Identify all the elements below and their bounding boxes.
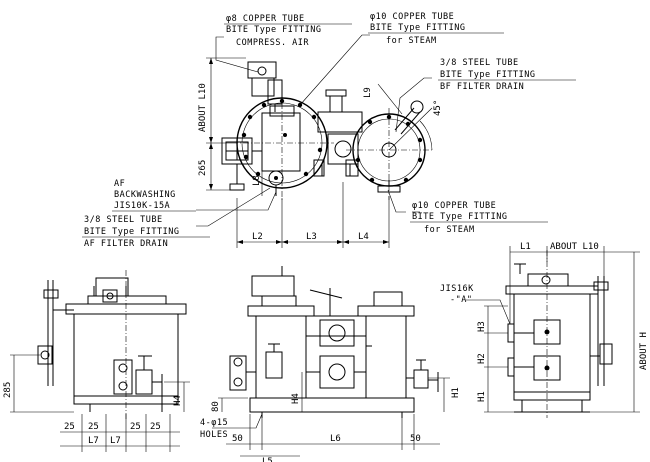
dim-50-left: 50 xyxy=(232,434,243,444)
dim-l1: L1 xyxy=(520,242,531,252)
dim-l2: L2 xyxy=(252,232,263,242)
dim-25-d: 25 xyxy=(150,422,161,432)
svg-text:-"A": -"A" xyxy=(450,295,472,305)
svg-text:4-φ15: 4-φ15 xyxy=(200,418,228,428)
svg-text:BITE Type FITTING: BITE Type FITTING xyxy=(370,23,466,33)
callout-af-backwash: AF BACKWASHING JIS10K-15A xyxy=(112,179,196,212)
dim-25-a: 25 xyxy=(64,422,75,432)
svg-text:BITE Type FITTING: BITE Type FITTING xyxy=(412,212,508,222)
svg-text:AF FILTER DRAIN: AF FILTER DRAIN xyxy=(84,239,168,249)
dim-h2: H2 xyxy=(477,353,487,364)
dim-265-top: 265 xyxy=(198,160,208,176)
dim-25-b: 25 xyxy=(88,422,99,432)
svg-text:for STEAM: for STEAM xyxy=(386,36,437,46)
left-elevation xyxy=(10,270,190,452)
dim-about-l10-top: ABOUT L10 xyxy=(198,83,208,132)
dim-h1-mid: H1 xyxy=(451,387,461,398)
svg-text:BITE Type FITTING: BITE Type FITTING xyxy=(440,70,536,80)
dim-l9: L9 xyxy=(363,87,373,98)
dim-l4: L4 xyxy=(358,232,369,242)
dim-l8: L8 xyxy=(252,175,262,186)
svg-text:φ8 COPPER TUBE: φ8 COPPER TUBE xyxy=(226,14,305,24)
dim-80: 80 xyxy=(211,401,221,412)
plan-dimensions xyxy=(206,57,403,248)
dim-angle: 45° xyxy=(433,100,443,116)
svg-text:HOLES: HOLES xyxy=(200,430,228,440)
svg-text:φ10 COPPER TUBE: φ10 COPPER TUBE xyxy=(412,201,496,211)
svg-text:3/8 STEEL TUBE: 3/8 STEEL TUBE xyxy=(84,215,163,225)
dim-about-h: ABOUT H xyxy=(639,332,649,370)
callout-holes: 4-φ15 HOLES xyxy=(200,418,228,440)
right-elevation xyxy=(466,246,640,418)
svg-text:BACKWASHING: BACKWASHING xyxy=(114,190,176,200)
dim-h4-mid: H4 xyxy=(291,393,301,404)
plan-view xyxy=(221,61,433,200)
svg-text:JIS10K-15A: JIS10K-15A xyxy=(114,201,170,211)
svg-text:BITE Type FITTING: BITE Type FITTING xyxy=(226,25,322,35)
dim-l7-b: L7 xyxy=(110,436,121,446)
callout-jis16k: JIS16K -"A" xyxy=(440,284,474,305)
svg-text:COMPRESS. AIR: COMPRESS. AIR xyxy=(236,38,309,48)
svg-text:JIS16K: JIS16K xyxy=(440,284,474,294)
dim-l6: L6 xyxy=(330,434,341,444)
svg-text:BITE Type FITTING: BITE Type FITTING xyxy=(84,227,180,237)
dim-h4-left: H4 xyxy=(173,395,183,406)
callout-steam-top: φ10 COPPER TUBE BITE Type FITTING for ST… xyxy=(368,12,504,46)
front-elevation xyxy=(212,266,450,457)
svg-text:φ10 COPPER TUBE: φ10 COPPER TUBE xyxy=(370,12,454,22)
dim-50-right: 50 xyxy=(410,434,421,444)
dim-25-c: 25 xyxy=(130,422,141,432)
callout-compress-air: φ8 COPPER TUBE BITE Type FITTING COMPRES… xyxy=(224,14,352,48)
dim-l7-a: L7 xyxy=(88,436,99,446)
dim-about-l10-right: ABOUT L10 xyxy=(550,242,599,252)
svg-text:3/8 STEEL TUBE: 3/8 STEEL TUBE xyxy=(440,58,519,68)
callout-steam-bottom: φ10 COPPER TUBE BITE Type FITTING for ST… xyxy=(410,201,548,235)
dim-l5: L5 xyxy=(262,457,273,462)
svg-text:BF FILTER DRAIN: BF FILTER DRAIN xyxy=(440,82,524,92)
svg-text:for STEAM: for STEAM xyxy=(424,225,475,235)
dim-l3: L3 xyxy=(306,232,317,242)
plan-leaders xyxy=(196,34,432,227)
svg-text:AF: AF xyxy=(114,179,125,189)
dim-h1-right: H1 xyxy=(477,391,487,402)
dim-285: 285 xyxy=(3,382,13,398)
callout-bf-drain: 3/8 STEEL TUBE BITE Type FITTING BF FILT… xyxy=(438,58,576,92)
callout-af-drain: 3/8 STEEL TUBE BITE Type FITTING AF FILT… xyxy=(82,215,210,249)
dim-h3: H3 xyxy=(477,321,487,332)
